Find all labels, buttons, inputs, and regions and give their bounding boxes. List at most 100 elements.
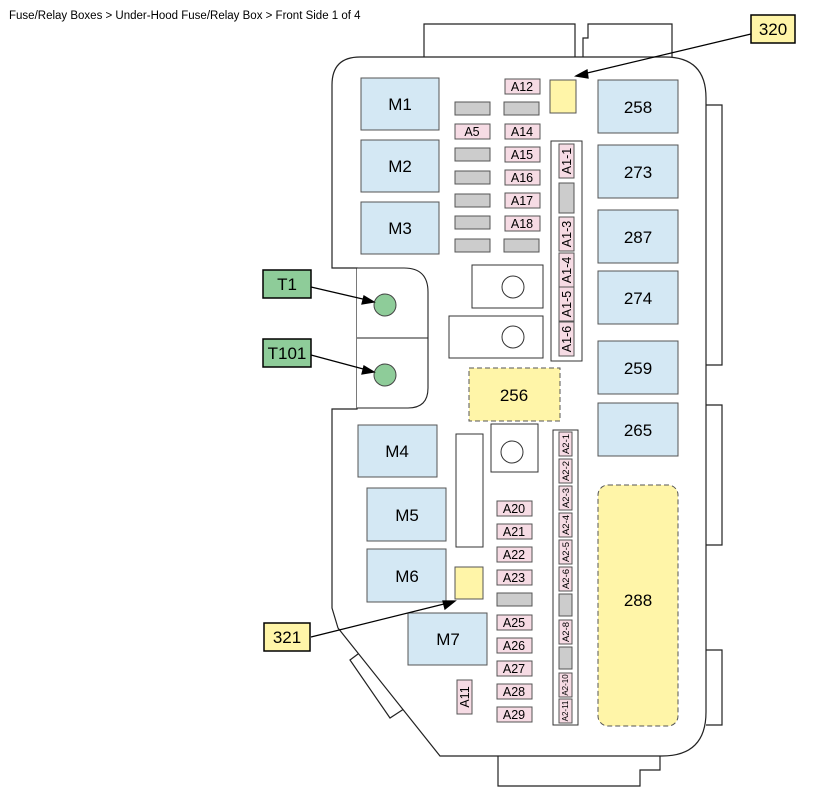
fuse-A25: A25 [496, 614, 533, 631]
right-tab-3 [706, 649, 723, 726]
relay-M5-label: M5 [395, 506, 419, 525]
arrowhead-icon [442, 600, 457, 611]
fuse-A14-label: A14 [511, 125, 533, 139]
relay-274-label: 274 [624, 289, 652, 308]
terminal-T1 [373, 293, 397, 317]
bolt-holder-3 [490, 423, 539, 473]
fuse-A5: A5 [454, 123, 491, 140]
fuse-A1-1-label: A1-1 [560, 148, 574, 174]
relay-265-label: 265 [624, 421, 652, 440]
empty-slot [503, 238, 540, 253]
leader-321 [310, 602, 449, 638]
fuse-A1-6: A1-6 [558, 321, 575, 357]
fuse-A16: A16 [504, 169, 541, 186]
top-tab-right [582, 23, 673, 58]
fuse-A1-1: A1-1 [558, 143, 575, 179]
relay-M7-label: M7 [436, 630, 460, 649]
relay-M1-label: M1 [388, 95, 412, 114]
callout-T101: T101 [262, 338, 312, 368]
fuse-A12-label: A12 [511, 80, 533, 94]
relay-287: 287 [597, 209, 679, 264]
fuse-A12: A12 [504, 78, 541, 95]
fuse-A2-2: A2-2 [558, 458, 573, 484]
leader-320 [582, 33, 752, 75]
breadcrumb: Fuse/Relay Boxes > Under-Hood Fuse/Relay… [9, 10, 361, 22]
relay-273-label: 273 [624, 163, 652, 182]
fuse-A22: A22 [496, 546, 533, 563]
fuse-A2-5: A2-5 [558, 539, 573, 565]
fuse-A20: A20 [496, 500, 533, 517]
fuse-A18: A18 [504, 215, 541, 232]
fuse-A27: A27 [496, 660, 533, 677]
relay-273: 273 [597, 144, 679, 199]
fuse-A1-3: A1-3 [558, 216, 575, 252]
fuse-block-288-label: 288 [624, 591, 652, 610]
fuse-A26-label: A26 [503, 639, 525, 653]
fuse-A17-label: A17 [511, 194, 533, 208]
fuse-A11-label: A11 [458, 686, 472, 707]
fuse-block-256: 256 [468, 367, 561, 422]
fuse-A23: A23 [496, 569, 533, 586]
fuse-block-256-label: 256 [500, 386, 528, 405]
fuse-A14: A14 [504, 123, 541, 140]
right-tab-2 [706, 404, 723, 546]
top-tab-left [423, 23, 576, 58]
arrowhead-icon [574, 68, 589, 79]
empty-fuse-slots [454, 101, 540, 607]
relay-259-label: 259 [624, 359, 652, 378]
bolt-holder-2 [448, 315, 544, 359]
relay-M1: M1 [360, 77, 440, 131]
fuse-A2-11: A2-11 [558, 698, 573, 724]
callout-T1-label: T1 [277, 275, 297, 294]
fuse-A2-4: A2-4 [558, 512, 573, 538]
leader-T101 [310, 354, 368, 371]
empty-slot [454, 101, 491, 116]
empty-slot [558, 182, 575, 214]
callout-321: 321 [263, 622, 311, 652]
fuse-strip-A1: A1-1 A1-3 A1-4 A1-5 A1-6 [550, 140, 583, 362]
callout-320: 320 [750, 14, 796, 44]
relay-M5: M5 [366, 487, 447, 542]
empty-slot [454, 147, 491, 162]
relay-M6: M6 [366, 548, 447, 603]
fuse-A2-10-label: A2-10 [561, 674, 570, 696]
fuse-A16-label: A16 [511, 171, 533, 185]
relay-274: 274 [597, 270, 679, 325]
fuse-A2-4-label: A2-4 [561, 515, 572, 535]
fuse-A2-5-label: A2-5 [561, 542, 572, 562]
fuse-A2-8: A2-8 [558, 619, 573, 645]
fuse-A15-label: A15 [511, 148, 533, 162]
relay-265: 265 [597, 402, 679, 457]
fuse-A2-3: A2-3 [558, 485, 573, 511]
empty-slot [454, 193, 491, 208]
fuse-strip-A2: A2-1 A2-2 A2-3 A2-4 A2-5 A2-6 A2-8 A2-10… [552, 429, 579, 726]
arrowhead-icon [361, 364, 376, 375]
empty-slot [558, 646, 573, 670]
relay-M4-label: M4 [385, 442, 409, 461]
fuse-A2-8-label: A2-8 [561, 622, 572, 642]
fuse-A26: A26 [496, 637, 533, 654]
fuse-A2-1-label: A2-1 [561, 434, 572, 454]
component-320 [549, 79, 577, 114]
relay-258: 258 [597, 79, 679, 134]
fuse-A21-label: A21 [503, 525, 525, 539]
fuse-A2-10: A2-10 [558, 672, 573, 698]
fuse-A1-6-label: A1-6 [560, 326, 574, 352]
bolt-holder-1 [471, 264, 544, 309]
empty-slot [454, 170, 491, 185]
slot-housing [455, 433, 484, 548]
fuse-A25-label: A25 [503, 616, 525, 630]
callout-320-label: 320 [759, 20, 787, 39]
fuse-A27-label: A27 [503, 662, 525, 676]
fuse-A1-3-label: A1-3 [560, 221, 574, 247]
leader-T1 [310, 286, 368, 301]
fuse-A1-5: A1-5 [558, 286, 575, 322]
callout-T1: T1 [262, 269, 312, 299]
fuse-A2-6: A2-6 [558, 566, 573, 592]
fuse-A5-label: A5 [464, 125, 479, 139]
fuse-A28-label: A28 [503, 685, 525, 699]
fuse-A11: A11 [456, 679, 473, 715]
callout-T101-label: T101 [268, 344, 307, 363]
fuse-A22-label: A22 [503, 548, 525, 562]
relay-M7: M7 [407, 612, 488, 666]
